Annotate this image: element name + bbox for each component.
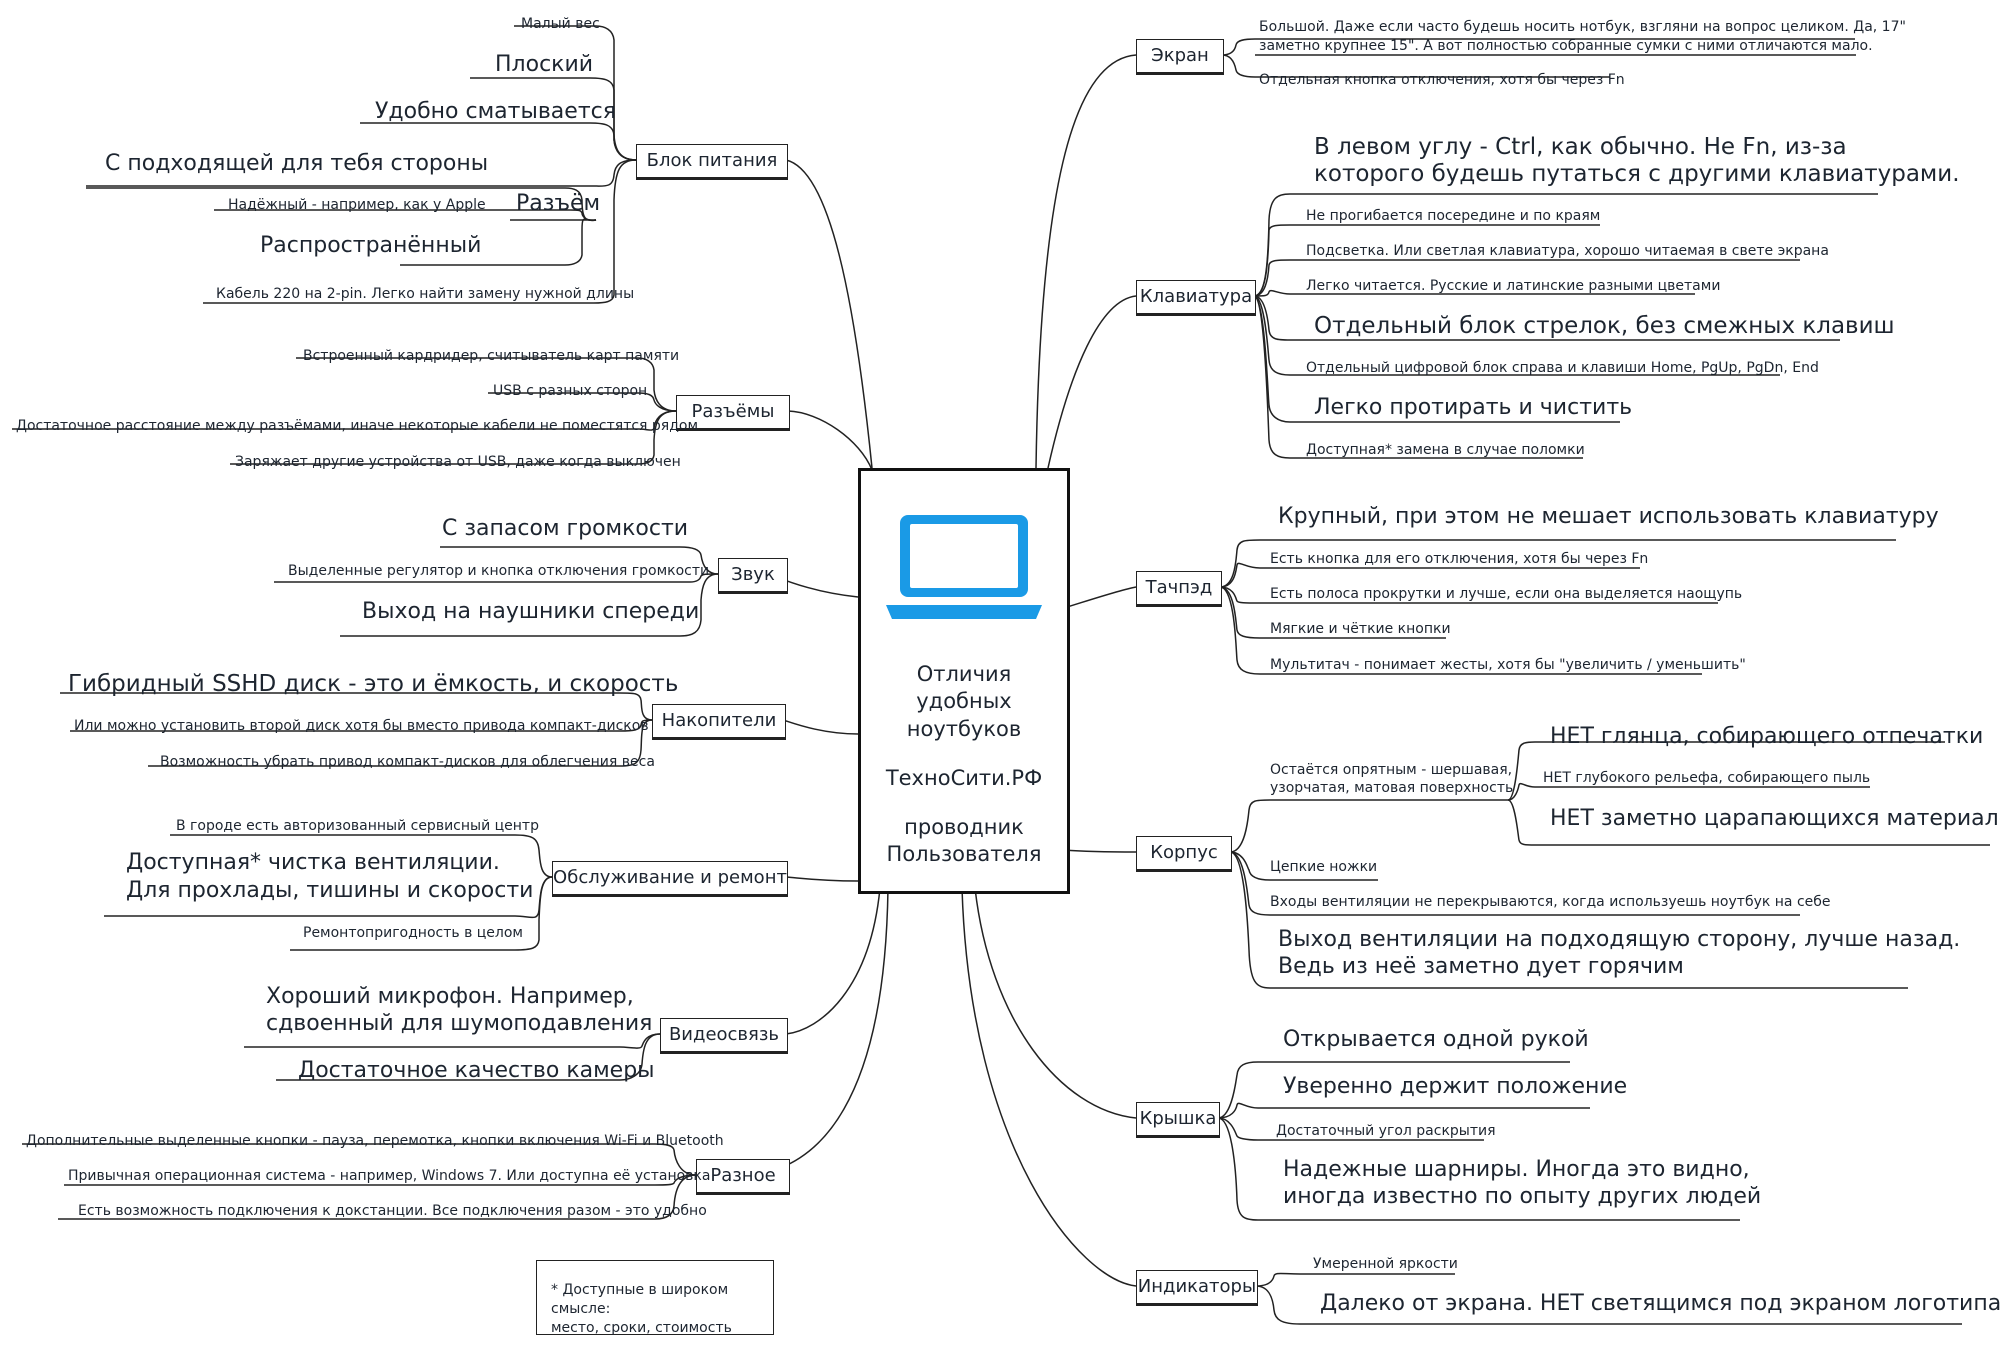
leaf-power-side: С подходящей для тебя стороны [105, 151, 489, 176]
leaf-screen-big-1: Большой. Даже если часто будешь носить н… [1259, 19, 1906, 35]
laptop-icon [886, 515, 1042, 619]
central-site-name: ТехноСити.РФ [885, 765, 1043, 790]
leaf-touchpad-off: Есть кнопка для его отключения, хотя бы … [1270, 551, 1649, 567]
leaf-power-wind: Удобно сматывается [375, 99, 616, 124]
leaf-touchpad-multitouch: Мультитач - понимает жесты, хотя бы "уве… [1270, 657, 1746, 673]
leaf-touchpad-buttons: Мягкие и чёткие кнопки [1270, 621, 1451, 637]
leaf-body-relief: НЕТ глубокого рельефа, собирающего пыль [1543, 770, 1871, 786]
leaf-indicators-bright: Умеренной яркости [1313, 1256, 1458, 1272]
leaf-sound-controls: Выделенные регулятор и кнопка отключения… [288, 563, 710, 579]
leaf-video-mic-2: сдвоенный для шумоподавления [266, 1011, 653, 1036]
leaf-service-clean-1: Доступная* чистка вентиляции. [126, 850, 500, 875]
leaf-service-clean-2: Для прохлады, тишины и скорости [126, 878, 534, 903]
leaf-ports-card: Встроенный кардридер, считыватель карт п… [303, 348, 680, 364]
category-power[interactable]: Блок питания [636, 144, 788, 180]
category-video[interactable]: Видеосвязь [660, 1018, 788, 1054]
leaf-video-mic-1: Хороший микрофон. Например, [266, 984, 634, 1009]
central-title-line-3: ноутбуков [906, 716, 1022, 741]
leaf-keyboard-replace: Доступная* замена в случае поломки [1306, 442, 1585, 458]
leaf-body-scratch: НЕТ заметно царапающихся материалов [1550, 806, 2000, 831]
leaf-screen-off: Отдельная кнопка отключения, хотя бы чер… [1259, 72, 1625, 88]
leaf-video-camera: Достаточное качество камеры [298, 1058, 655, 1083]
leaf-body-neat-1: Остаётся опрятным - шершавая, [1270, 762, 1513, 778]
leaf-body-feet: Цепкие ножки [1270, 859, 1378, 875]
leaf-keyboard-rigid: Не прогибается посередине и по краям [1306, 208, 1601, 224]
category-keyboard[interactable]: Клавиатура [1136, 280, 1256, 316]
category-lid[interactable]: Крышка [1136, 1102, 1220, 1138]
leaf-power-reliable: Надёжный - например, как у Apple [228, 197, 486, 213]
leaf-storage-sshd: Гибридный SSHD диск - это и ёмкость, и с… [68, 671, 679, 697]
leaf-power-light: Малый вес [521, 16, 600, 32]
category-storage[interactable]: Накопители [652, 704, 786, 740]
leaf-body-exhaust-1: Выход вентиляции на подходящую сторону, … [1278, 927, 1961, 952]
leaf-ports-usb: USB с разных сторон [493, 383, 648, 399]
leaf-lid-hinges-2: иногда известно по опыту других людей [1283, 1184, 1762, 1209]
category-touchpad[interactable]: Тачпэд [1136, 571, 1222, 607]
leaf-keyboard-clean: Легко протирать и чистить [1314, 395, 1633, 420]
leaf-power-connector: Разъём [516, 191, 601, 216]
leaf-keyboard-numpad: Отдельный цифровой блок справа и клавиши… [1306, 360, 1819, 376]
leaf-lid-hinges-1: Надежные шарниры. Иногда это видно, [1283, 1157, 1750, 1182]
central-guide-line-2: Пользователя [886, 842, 1042, 867]
category-sound[interactable]: Звук [718, 558, 788, 594]
leaf-power-flat: Плоский [495, 52, 594, 77]
leaf-ports-distance: Достаточное расстояние между разъёмами, … [16, 418, 699, 434]
category-body[interactable]: Корпус [1136, 836, 1232, 872]
category-indicators[interactable]: Индикаторы [1136, 1270, 1258, 1306]
leaf-storage-second: Или можно установить второй диск хотя бы… [74, 718, 649, 734]
leaf-keyboard-ctrl-1: В левом углу - Ctrl, как обычно. Не Fn, … [1314, 134, 1847, 160]
central-topic-box[interactable]: Отличия удобных ноутбуков ТехноСити.РФ п… [858, 468, 1070, 894]
footnote-line-1: * Доступные в широком смысле: [551, 1282, 729, 1317]
leaf-misc-buttons: Дополнительные выделенные кнопки - пауза… [26, 1133, 724, 1149]
central-guide-line-1: проводник [904, 815, 1024, 840]
leaf-keyboard-backlight: Подсветка. Или светлая клавиатура, хорош… [1306, 243, 1829, 259]
central-title-line-1: Отличия [916, 662, 1012, 686]
leaf-power-cable: Кабель 220 на 2-pin. Легко найти замену … [216, 286, 635, 302]
leaf-body-neat-2: узорчатая, матовая поверхность [1270, 780, 1514, 796]
leaf-service-repair: Ремонтопригодность в целом [303, 925, 523, 941]
leaf-lid-angle: Достаточный угол раскрытия [1276, 1123, 1496, 1139]
leaf-sound-headphones: Выход на наушники спереди [362, 599, 700, 624]
central-title-line-2: удобных [916, 689, 1012, 714]
leaf-misc-dock: Есть возможность подключения к докстанци… [78, 1203, 707, 1219]
category-screen[interactable]: Экран [1136, 39, 1224, 75]
category-service[interactable]: Обслуживание и ремонт [552, 861, 788, 897]
leaf-touchpad-scroll: Есть полоса прокрутки и лучше, если она … [1270, 586, 1743, 602]
leaf-lid-holds: Уверенно держит положение [1283, 1074, 1628, 1099]
footnote-box: * Доступные в широком смысле: место, сро… [536, 1260, 774, 1336]
leaf-body-gloss: НЕТ глянца, собирающего отпечатки [1550, 724, 1984, 749]
leaf-ports-charge: Заряжает другие устройства от USB, даже … [235, 454, 681, 470]
leaf-power-common: Распространённый [260, 233, 482, 258]
leaf-lid-one-hand: Открывается одной рукой [1283, 1027, 1589, 1052]
leaf-body-exhaust-2: Ведь из неё заметно дует горячим [1278, 954, 1684, 979]
leaf-body-vents: Входы вентиляции не перекрываются, когда… [1270, 894, 1831, 910]
leaf-touchpad-large: Крупный, при этом не мешает использовать… [1278, 504, 1939, 529]
category-ports[interactable]: Разъёмы [676, 395, 790, 431]
leaf-keyboard-readable: Легко читается. Русские и латинские разн… [1306, 278, 1721, 294]
leaf-sound-volume: С запасом громкости [442, 516, 689, 541]
leaf-service-center: В городе есть авторизованный сервисный ц… [176, 818, 539, 834]
leaf-keyboard-arrows: Отдельный блок стрелок, без смежных клав… [1314, 313, 1895, 339]
leaf-screen-big-2: заметно крупнее 15". А вот полностью соб… [1259, 38, 1873, 54]
footnote-line-2: место, сроки, стоимость [551, 1319, 732, 1336]
leaf-indicators-far: Далеко от экрана. НЕТ светящимся под экр… [1320, 1291, 2000, 1316]
leaf-keyboard-ctrl-2: которого будешь путаться с другими клави… [1314, 161, 1960, 187]
leaf-misc-os: Привычная операционная система - наприме… [68, 1168, 711, 1184]
category-misc[interactable]: Разное [696, 1159, 790, 1195]
leaf-storage-remove: Возможность убрать привод компакт-дисков… [160, 754, 655, 770]
